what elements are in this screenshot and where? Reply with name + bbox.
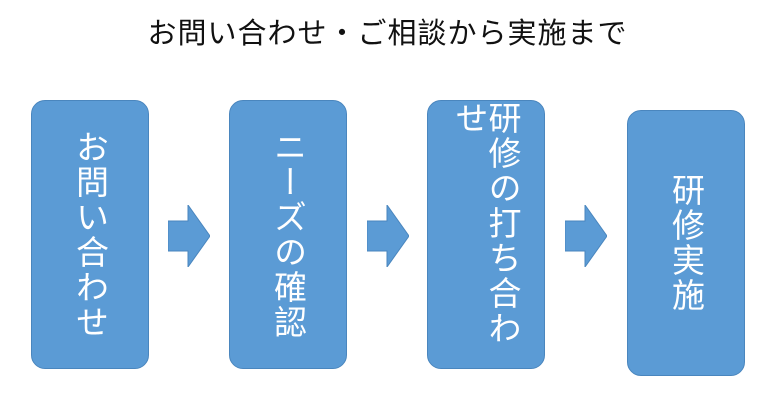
step-training-delivery-box: 研修実施 <box>627 110 745 376</box>
step-label: 研修実施 <box>666 173 706 313</box>
page-title: お問い合わせ・ご相談から実施まで <box>147 16 628 50</box>
step-needs-confirmation-box: ニーズの確認 <box>229 100 347 369</box>
step-label: ニーズの確認 <box>268 129 308 340</box>
right-arrow-icon <box>367 205 409 267</box>
step-inquiry-box: お問い合わせ <box>31 100 149 369</box>
right-arrow-icon <box>565 205 607 267</box>
step-label: 研修の打ち合わせ <box>450 101 522 346</box>
right-arrow-icon <box>168 205 210 267</box>
step-training-meeting-box: 研修の打ち合わせ <box>427 100 545 369</box>
step-label: お問い合わせ <box>70 129 110 340</box>
